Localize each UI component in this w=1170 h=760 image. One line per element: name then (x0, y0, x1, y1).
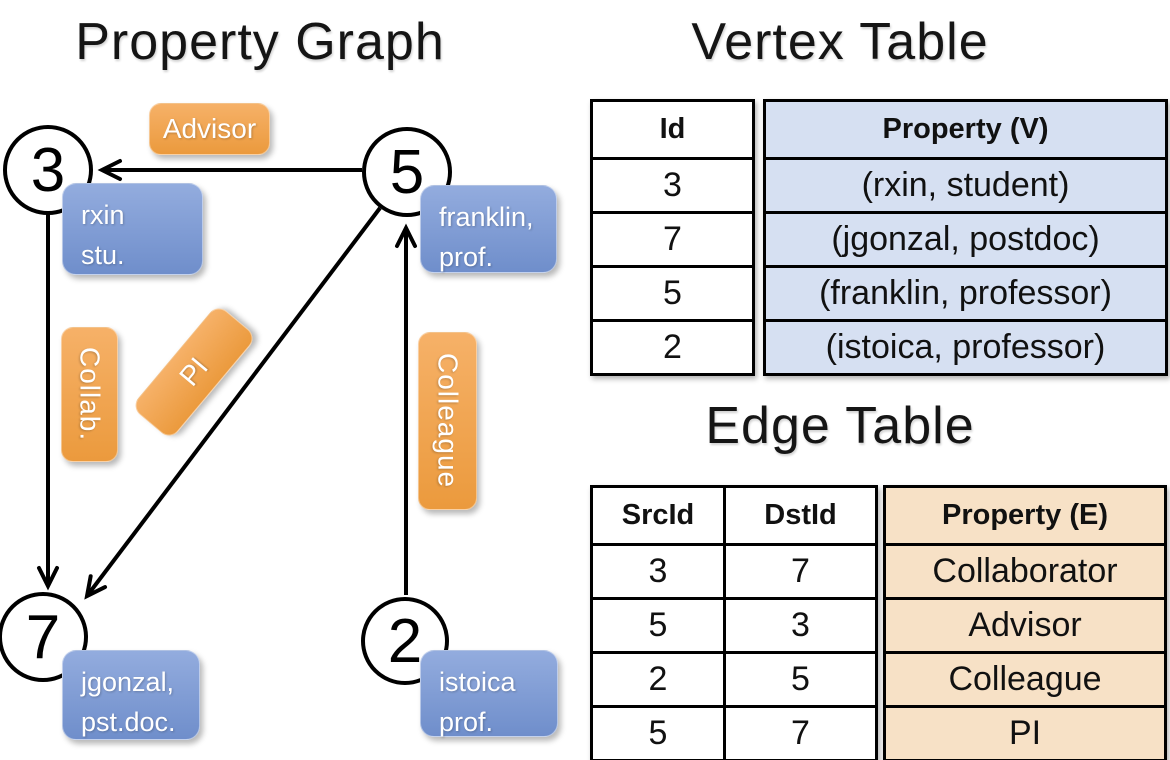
vertex-id-cell: 5 (663, 274, 682, 312)
edge-label-text: Advisor (162, 113, 257, 144)
edge-table-id-columns: SrcId DstId 3 7 5 3 2 5 5 7 (590, 485, 878, 760)
node-id-label: 2 (387, 606, 423, 676)
vertex-property-box-istoica: istoica prof. (420, 650, 558, 737)
vertex-table-property-column: Property (V) (rxin, student) (jgonzal, p… (763, 99, 1168, 376)
table-row: 3 7 (593, 543, 875, 597)
edge-table-title: Edge Table (705, 397, 975, 455)
edge-table-property-column: Property (E) Collaborator Advisor Collea… (883, 485, 1167, 760)
vertex-property-cell: (rxin, student) (861, 166, 1070, 204)
node-id-label: 7 (25, 602, 61, 672)
node-id-label: 5 (389, 137, 425, 207)
table-row: 7 (593, 211, 752, 265)
edge-label-collab: Collab. (61, 327, 118, 462)
edge-property-header: Property (E) (942, 499, 1108, 531)
vertex-property-line: istoica (439, 667, 516, 697)
vertex-id-header: Id (659, 113, 686, 145)
table-row: (jgonzal, postdoc) (766, 211, 1165, 265)
table-row: (rxin, student) (766, 157, 1165, 211)
table-row: 5 7 (593, 705, 875, 759)
vertex-property-line: franklin, (439, 202, 534, 232)
edge-srcid-cell: 5 (648, 606, 668, 644)
edge-label-advisor: Advisor (149, 103, 270, 155)
edge-dstid-cell: 3 (723, 600, 875, 651)
vertex-property-line: prof. (439, 242, 494, 272)
table-header-row: SrcId DstId (593, 488, 875, 543)
vertex-id-cell: 2 (663, 328, 682, 366)
edge-dstid-cell: 5 (723, 654, 875, 705)
edge-table: SrcId DstId 3 7 5 3 2 5 5 7 Property (E) (590, 485, 1167, 760)
graph-edges-layer (37, 159, 417, 600)
table-row: (franklin, professor) (766, 265, 1165, 319)
edge-label-colleague: Colleague (418, 332, 477, 510)
edge-dstid-cell: 7 (723, 546, 875, 597)
vertex-property-cell: (istoica, professor) (825, 328, 1106, 366)
vertex-id-cell: 3 (663, 166, 682, 204)
edge-label-text: Colleague (432, 353, 464, 489)
table-row: 5 (593, 265, 752, 319)
vertex-property-line: pst.doc. (81, 707, 176, 737)
edge-srcid-header: SrcId (621, 499, 695, 531)
vertex-table-id-column: Id 3 7 5 2 (590, 99, 755, 376)
table-header-row: Id (593, 102, 752, 157)
table-row: 2 5 (593, 651, 875, 705)
table-header-row: Property (V) (766, 102, 1165, 157)
edge-property-cell: Colleague (948, 660, 1102, 698)
node-circle-5: 5 (362, 127, 452, 217)
property-graph-title: Property Graph (75, 13, 445, 71)
table-row: 2 (593, 319, 752, 373)
edge-dstid-header: DstId (723, 488, 875, 543)
table-row: PI (886, 705, 1164, 759)
table-row: Colleague (886, 651, 1164, 705)
edge-property-cell: Collaborator (932, 552, 1118, 590)
vertex-property-box-rxin: rxin stu. (62, 183, 203, 275)
vertex-property-line: stu. (81, 240, 125, 270)
vertex-property-box-franklin: franklin, prof. (420, 185, 557, 273)
edge-pi-5-to-7 (84, 206, 382, 600)
table-row: Collaborator (886, 543, 1164, 597)
vertex-table: Id 3 7 5 2 Property (V) (rxin, student) (590, 99, 1168, 376)
edge-property-cell: Advisor (968, 606, 1082, 644)
edge-srcid-cell: 5 (648, 714, 668, 752)
node-id-label: 3 (30, 135, 66, 205)
edge-srcid-cell: 2 (648, 660, 668, 698)
vertex-id-cell: 7 (663, 220, 682, 258)
node-circle-2: 2 (361, 597, 449, 685)
vertex-table-title: Vertex Table (691, 13, 989, 71)
table-row: (istoica, professor) (766, 319, 1165, 373)
vertex-property-cell: (franklin, professor) (819, 274, 1112, 312)
table-row: 5 3 (593, 597, 875, 651)
table-header-row: Property (E) (886, 488, 1164, 543)
vertex-property-line: rxin (81, 200, 125, 230)
vertex-property-line: jgonzal, (81, 667, 175, 697)
edge-label-text: Collab. (74, 347, 106, 442)
table-row: Advisor (886, 597, 1164, 651)
vertex-property-line: prof. (439, 707, 494, 737)
edge-label-text: PI (173, 351, 214, 392)
vertex-property-box-jgonzal: jgonzal, pst.doc. (62, 650, 200, 740)
edge-dstid-cell: 7 (723, 708, 875, 759)
vertex-property-cell: (jgonzal, postdoc) (831, 220, 1100, 258)
vertex-property-header: Property (V) (882, 113, 1049, 145)
table-row: 3 (593, 157, 752, 211)
edge-srcid-cell: 3 (648, 552, 668, 590)
edge-property-cell: PI (1008, 714, 1042, 752)
